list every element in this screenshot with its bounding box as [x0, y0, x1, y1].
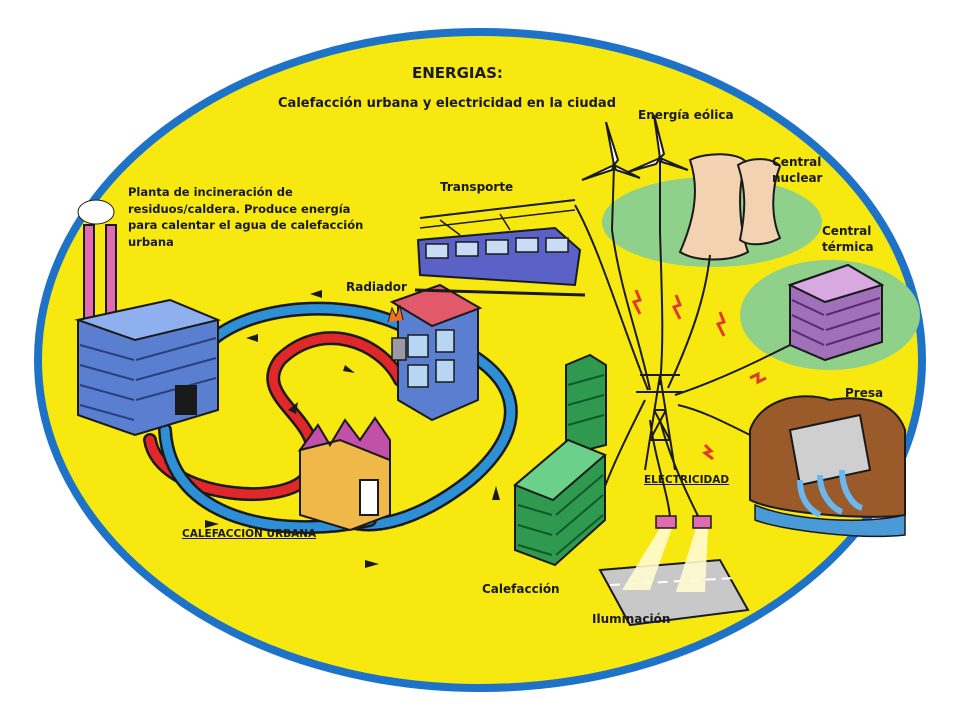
label-presa: Presa	[845, 386, 884, 400]
arrow-icon	[205, 520, 219, 528]
label-termica-1: Central	[822, 224, 872, 238]
label-transporte: Transporte	[440, 180, 514, 194]
label-termica-2: térmica	[822, 240, 874, 254]
arrow-icon	[492, 486, 500, 500]
label-nuclear-2: nuclear	[772, 171, 823, 185]
arrow-icon	[246, 334, 258, 342]
cooling-tower-icon	[678, 153, 782, 261]
green-tower-icon	[513, 353, 607, 567]
incinerator-icon	[74, 199, 222, 437]
label-planta: Planta de incineración de residuos/calde…	[128, 185, 364, 250]
label-electricidad: ELECTRICIDAD	[644, 474, 730, 486]
label-nuclear-1: Central	[772, 155, 822, 169]
street-light-icon	[598, 515, 750, 627]
thermal-plant-icon	[787, 263, 885, 362]
arrow-icon	[343, 365, 355, 373]
flow-arrows	[205, 290, 500, 568]
label-calefaccion: Calefacción	[482, 582, 560, 596]
label-iluminacion: Iluminación	[592, 612, 671, 626]
diagram-subtitle: Calefacción urbana y electricidad en la …	[278, 96, 616, 111]
power-lines	[574, 204, 791, 521]
arrow-icon	[288, 402, 298, 414]
factory-icon	[297, 416, 391, 532]
dam-icon	[749, 395, 906, 538]
label-radiador: Radiador	[346, 280, 407, 294]
pylon-icon	[636, 374, 684, 471]
radiator-house-icon	[387, 283, 483, 422]
diagram-title: ENERGIAS:	[412, 64, 503, 82]
label-eolica: Energía eólica	[638, 108, 734, 122]
arrow-icon	[310, 290, 322, 298]
wind-turbine-icon	[581, 114, 689, 232]
label-calefaccion-urbana: CALEFACCIÓN URBANA	[182, 528, 317, 540]
electric-spark-icon	[631, 289, 767, 461]
train-icon	[414, 199, 586, 297]
arrow-icon	[365, 560, 379, 568]
